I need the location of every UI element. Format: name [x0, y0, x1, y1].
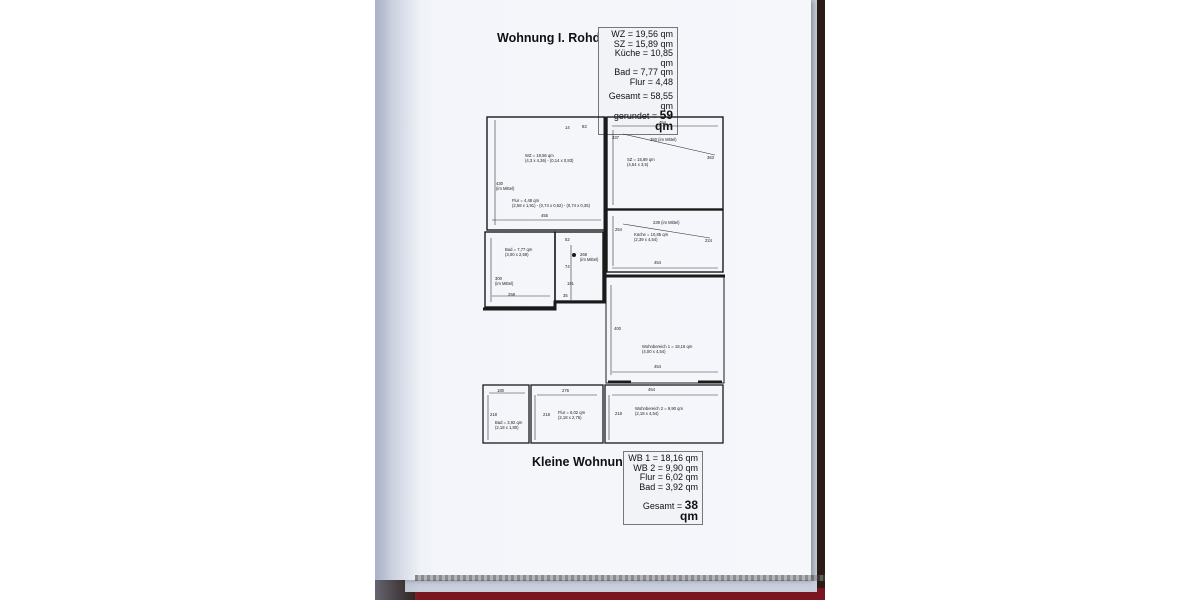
wb2-dim-218: 218: [615, 411, 623, 416]
area-total: Gesamt = 58,55 qm: [608, 91, 673, 111]
bad-small-walls: [482, 384, 530, 444]
bad-small-dim-218: 218: [490, 412, 498, 417]
flur-dims-label: (2,58 x 1,91) - (0,74 x 0,52) - (0,74 x …: [512, 203, 591, 208]
bad-small-dims-label: (2,18 x 1,80): [495, 425, 519, 430]
flur-room-walls: [554, 231, 604, 302]
photo-of-floor-plan-document: Wohnung I. Rohde: WZ = 19,56 qm SZ = 15,…: [375, 0, 825, 600]
area-line-wz: WZ = 19,56 qm: [611, 29, 673, 39]
flur-fixture-dot: [572, 253, 576, 257]
wb2-room-walls: [604, 384, 724, 444]
flur-small-dim-218: 218: [543, 412, 551, 417]
wz-dims-label: (4,3 x 4,36) - (0,14 x 0,83): [525, 158, 574, 163]
wz-area-label: WZ = 19,56 qm: [525, 153, 554, 158]
wz-dim-430: 430: [496, 181, 504, 186]
flur-small-dim-276: 276: [562, 388, 570, 393]
wb2-dims-label: (2,18 x 4,54): [635, 411, 659, 416]
sz-dim-454: 454: [659, 120, 667, 125]
bad-dim-259: 259: [508, 292, 516, 297]
floor-plan-sheet: Wohnung I. Rohde: WZ = 19,56 qm SZ = 15,…: [375, 0, 825, 600]
sz-area-label: SZ = 15,89 qm: [627, 157, 655, 162]
flur-dim-268-note: (im Mittel): [580, 257, 599, 262]
lower-area-total-value: 38 qm: [680, 498, 698, 523]
kueche-dim-254: 254: [615, 227, 623, 232]
kueche-dim-239: 239 (im Mittel): [653, 220, 680, 225]
wz-dim-14: 14: [565, 125, 570, 130]
flur-dim-74: 74: [565, 264, 570, 269]
area-line-wb2: WB 2 = 9,90 qm: [633, 462, 698, 473]
flur-dim-52: 52: [565, 237, 570, 242]
wb1-dim-454: 454: [654, 364, 662, 369]
kueche-dim-454: 454: [654, 260, 662, 265]
lower-apartment-title: Kleine Wohnung:: [532, 455, 635, 469]
sz-dims-label: (4,54 x 3,5): [627, 162, 649, 167]
area-line-wb1: WB 1 = 18,16 qm: [628, 453, 698, 463]
flur-dim-191: 191: [567, 281, 575, 286]
lower-area-total-label: Gesamt =: [642, 501, 685, 511]
bad-area-label: Bad = 7,77 qm: [505, 247, 533, 252]
wb1-room-walls: [605, 276, 725, 384]
wb1-dims-label: (4,00 x 4,54): [642, 349, 666, 354]
flur-small-dims-label: (2,18 x 2,76): [558, 415, 582, 420]
wz-dim-455: 455: [541, 213, 549, 218]
bad-dim-300: 300: [495, 276, 503, 281]
flur-area-label: Flur = 4,48 qm: [512, 198, 540, 203]
flur-small-area-label: Flur = 6,02 qm: [558, 410, 586, 415]
flur-small-walls: [530, 384, 604, 444]
sz-dim-337: 337: [612, 135, 620, 140]
bad-dims-label: (3,00 x 2,59): [505, 252, 529, 257]
sz-dim-363: 363: [707, 155, 715, 160]
flur-dim-35: 35: [563, 293, 568, 298]
sheet-fold-shadow: [375, 0, 420, 600]
lower-apartment-area-box: WB 1 = 18,16 qm WB 2 = 9,90 qm Flur = 6,…: [623, 451, 703, 525]
upper-apartment-title: Wohnung I. Rohde:: [497, 31, 612, 45]
floor-plan-drawing: WZ = 19,56 qm (4,3 x 4,36) - (0,14 x 0,8…: [482, 116, 725, 444]
wb1-area-label: Wohnbereich 1 = 18,16 qm: [642, 344, 693, 349]
wz-dim-83: 83: [582, 124, 587, 129]
area-rounded: gerundet = 59 qm: [603, 108, 673, 133]
kueche-area-label: Küche = 10,85 qm: [634, 232, 669, 237]
area-line-kueche: Küche = 10,85 qm: [614, 48, 673, 68]
sheet-bottom-edge: [415, 575, 825, 581]
lower-area-total: Gesamt = 38 qm: [628, 498, 698, 523]
area-line-flur: Flur = 4,48: [629, 76, 673, 87]
area-line-flur-small: Flur = 6,02 qm: [639, 472, 698, 482]
sz-room-walls: [606, 116, 724, 210]
kueche-dims-label: (2,39 x 4,54): [634, 237, 658, 242]
area-line-bad-small: Bad = 3,92 qm: [639, 481, 698, 492]
bad-small-area-label: Bad = 3,92 qm: [495, 420, 523, 425]
wb2-dim-454: 454: [648, 387, 656, 392]
wz-dim-430-note: (im Mittel): [496, 186, 515, 191]
kueche-room-walls: [606, 209, 724, 273]
area-rounded-label: gerundet =: [613, 111, 660, 121]
area-rounded-value: 59 qm: [655, 108, 673, 133]
bad-dim-300-note: (im Mittel): [495, 281, 514, 286]
area-line-sz: SZ = 15,89 qm: [613, 38, 673, 49]
kueche-dim-224: 224: [705, 238, 713, 243]
wb2-area-label: Wohnbereich 2 = 9,90 qm: [635, 406, 684, 411]
wb1-dim-400: 400: [614, 326, 622, 331]
bad-small-dim-180: 180: [497, 388, 505, 393]
flur-dim-268: 268: [580, 252, 588, 257]
area-line-bad: Bad = 7,77 qm: [614, 67, 673, 77]
sz-dim-350: 350 (im Mittel): [650, 137, 677, 142]
